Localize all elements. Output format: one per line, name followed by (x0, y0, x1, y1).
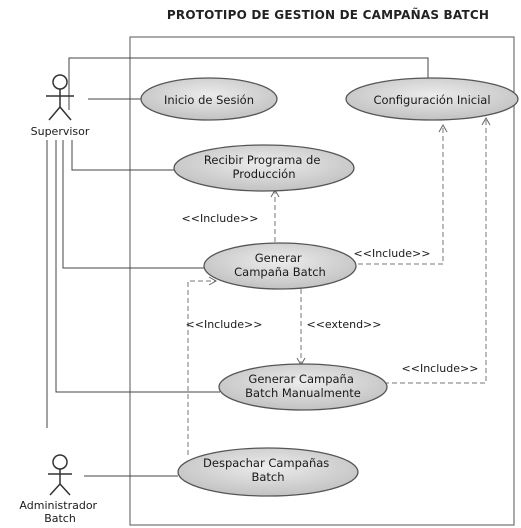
label-recibir-programa: Recibir Programa de Producción (204, 153, 324, 181)
actor-admin-leg-left (49, 483, 61, 496)
relation-extend-manual: <<extend>> (307, 318, 382, 331)
actor-supervisor[interactable] (46, 74, 74, 121)
actor-supervisor-leg-left (48, 106, 61, 121)
system-boundary (129, 36, 515, 526)
use-case-recibir-programa[interactable] (173, 144, 355, 192)
actor-supervisor-leg-right (59, 106, 72, 121)
use-case-generar-manual[interactable] (218, 363, 388, 411)
dependencies (187, 116, 491, 455)
label-configuracion-inicial: Configuración Inicial (373, 93, 490, 107)
associations (46, 57, 429, 477)
actor-admin-leg-right (59, 483, 71, 496)
use-case-generar-campana[interactable] (203, 242, 357, 290)
label-generar-manual-line2: Batch Manualmente (245, 386, 361, 400)
label-generar-campana: Generar Campaña Batch (234, 251, 326, 279)
dep-generar-config (358, 123, 448, 265)
use-case-configuracion-inicial[interactable] (345, 77, 519, 121)
label-despachar-line1: Despachar Campañas (203, 456, 329, 470)
dep-manual-config (376, 116, 491, 384)
assoc-supervisor-generar (62, 140, 204, 269)
dep-despachar-generar (187, 276, 218, 455)
actor-admin-head (52, 454, 68, 470)
label-configuracion-inicial-line1: Configuración Inicial (373, 93, 490, 107)
actor-supervisor-label: Supervisor (31, 125, 90, 138)
label-despachar: Despachar Campañas Batch (203, 456, 333, 484)
assoc-supervisor-recibir (71, 140, 175, 171)
label-inicio-sesion: Inicio de Sesión (164, 93, 254, 107)
diagram-title: PROTOTIPO DE GESTION DE CAMPAÑAS BATCH (166, 8, 490, 22)
actor-administrador-label: Administrador Batch (19, 499, 100, 525)
relation-include-config: <<Include>> (354, 247, 431, 260)
label-generar-manual-line1: Generar Campaña (248, 372, 353, 386)
use-case-despachar[interactable] (177, 447, 359, 497)
actor-administrador-batch[interactable] (48, 454, 72, 496)
label-recibir-programa-line2: Producción (233, 167, 296, 181)
relation-include-despachar: <<Include>> (186, 318, 263, 331)
label-recibir-programa-line1: Recibir Programa de (204, 153, 321, 167)
actor-administrador-label-line1: Administrador (19, 499, 97, 512)
actor-supervisor-head (52, 74, 68, 90)
label-generar-campana-line1: Generar (255, 251, 302, 265)
label-inicio-sesion-line1: Inicio de Sesión (164, 93, 254, 107)
label-generar-campana-line2: Campaña Batch (234, 265, 326, 279)
use-case-inicio-sesion[interactable] (140, 77, 278, 121)
assoc-supervisor-manual (55, 140, 220, 393)
actor-administrador-label-line2: Batch (44, 512, 76, 525)
use-case-ellipses (140, 77, 519, 497)
relation-include-manual-config: <<Include>> (402, 362, 479, 375)
label-despachar-line2: Batch (251, 470, 284, 484)
label-generar-manual: Generar Campaña Batch Manualmente (245, 372, 361, 400)
relation-include-recibir: <<Include>> (182, 212, 259, 225)
assoc-supervisor-config (68, 57, 429, 110)
